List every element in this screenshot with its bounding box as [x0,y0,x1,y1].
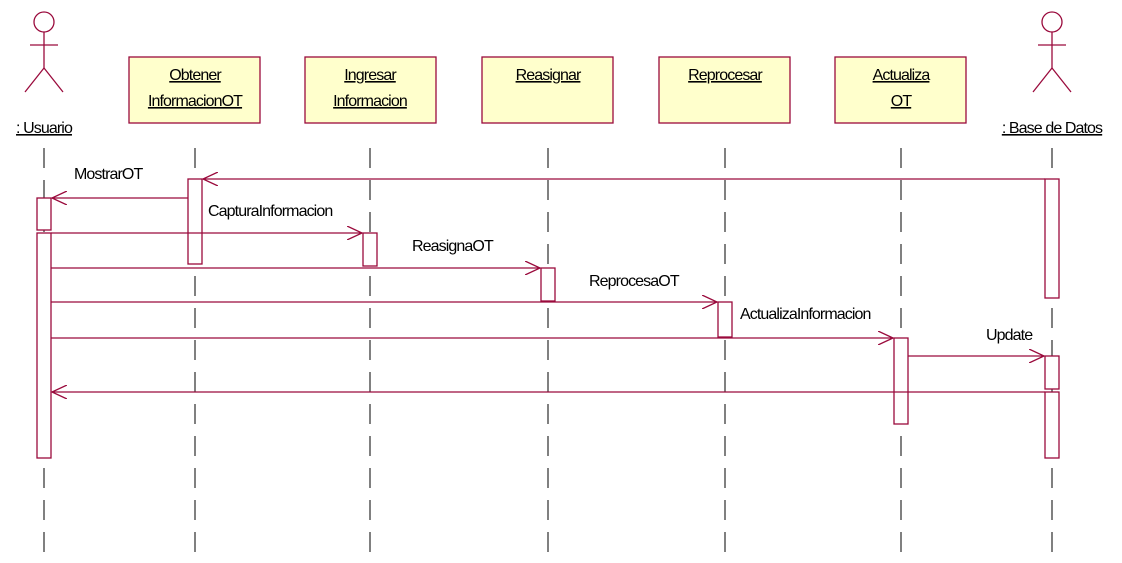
activation-bar [1044,355,1060,390]
object-label-line1: Reprocesar [688,67,763,84]
actor-label-base-de-datos: : Base de Datos [1002,120,1103,137]
message-label-captura-informacion: CapturaInformacion [208,203,332,220]
object-label-line1: Actualiza [873,67,931,84]
object-reprocesar: Reprocesar [658,56,791,124]
object-actualiza-ot: Actualiza OT [834,56,967,124]
actor-base-de-datos: : Base de Datos [1002,11,1104,137]
activation-bar [362,232,378,267]
actor-usuario: : Usuario [16,11,74,137]
object-obtener-informacion-ot: Obtener InformacionOT [128,56,261,124]
object-label-line1: Obtener [169,67,222,84]
object-label-line2: OT [891,93,913,110]
message-label-update: Update [986,327,1033,344]
activation-bar [36,232,52,459]
message-label-actualiza-informacion: ActualizaInformacion [740,306,871,323]
activation-bar [540,267,556,302]
activation-bar [1044,178,1060,299]
object-label-line2: Informacion [333,93,407,110]
object-ingresar-informacion: Ingresar Informacion [304,56,437,124]
object-label-line1: Ingresar [344,67,397,84]
message-label-reprocesa-ot: ReprocesaOT [589,273,680,290]
stick-figure-icon [24,11,64,93]
activation-bar [893,337,909,425]
message-label-reasigna-ot: ReasignaOT [412,238,494,255]
activation-bar [1044,391,1060,459]
message-label-mostrar-ot: MostrarOT [74,166,143,183]
object-label-line1: Reasignar [516,67,582,84]
activation-bar [187,178,203,265]
stick-figure-icon [1032,11,1072,93]
object-label-line2: InformacionOT [148,93,243,110]
object-reasignar: Reasignar [481,56,614,124]
activation-bar [717,301,733,338]
actor-label-usuario: : Usuario [16,120,73,137]
activation-bar [36,197,52,231]
